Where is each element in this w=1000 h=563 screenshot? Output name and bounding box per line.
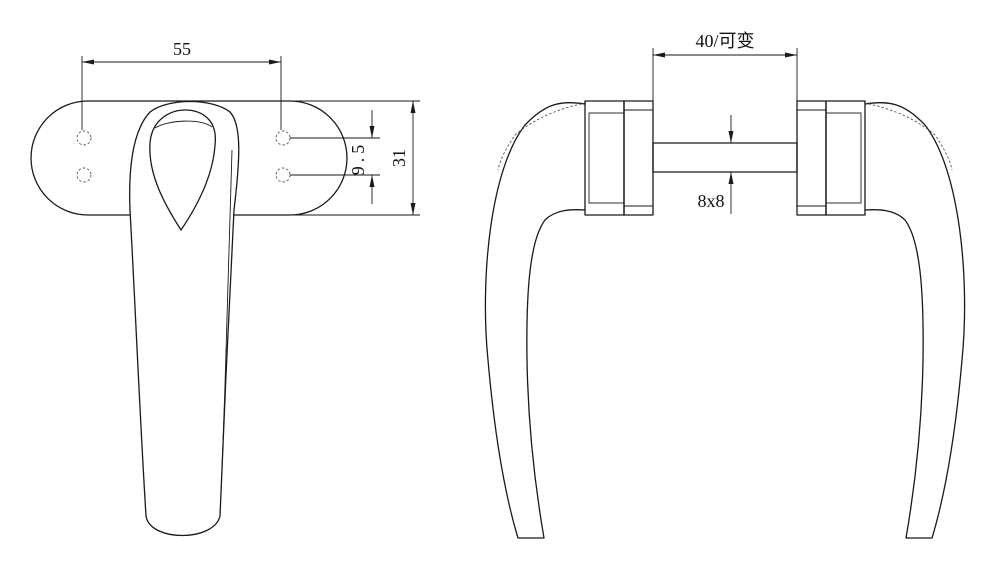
dimension-31-label: 31 [389, 149, 409, 167]
dimension-9-5-label: 9.5 [348, 141, 368, 176]
mounting-hole-bottom-right [275, 167, 291, 183]
right-lever-profile-dashed [863, 102, 953, 171]
dimension-40-variable-label: 40/可变 [695, 31, 754, 51]
left-collar-inner [588, 112, 625, 204]
side-view: 40/可变 8x8 [484, 31, 966, 539]
handle-lever-inner-edge [221, 149, 233, 471]
right-collar-inner [825, 112, 862, 204]
right-collar-outer [825, 100, 866, 216]
front-view: 55 9.5 31 [30, 39, 420, 536]
dimension-8x8: 8x8 [698, 115, 734, 214]
mounting-hole-top-left [76, 130, 92, 146]
left-lever [484, 101, 586, 539]
left-lever-profile-dashed [497, 102, 587, 171]
handle-lever [129, 100, 240, 536]
dimension-55-label: 55 [173, 39, 191, 59]
dimension-31: 31 [290, 100, 420, 216]
left-collar-cap [623, 100, 654, 216]
dimension-40-variable: 40/可变 [652, 31, 798, 101]
spindle [652, 142, 798, 173]
right-collar-cap [796, 100, 827, 216]
left-collar-outer [584, 100, 625, 216]
dimension-9-5: 9.5 [290, 110, 380, 204]
dimension-8x8-label: 8x8 [698, 191, 725, 211]
mounting-hole-bottom-left [76, 167, 92, 183]
mounting-hole-top-right [275, 130, 291, 146]
handle-teardrop-cap [154, 120, 213, 129]
right-lever [864, 101, 966, 539]
handle-teardrop [149, 109, 216, 231]
dimension-55: 55 [81, 39, 282, 130]
